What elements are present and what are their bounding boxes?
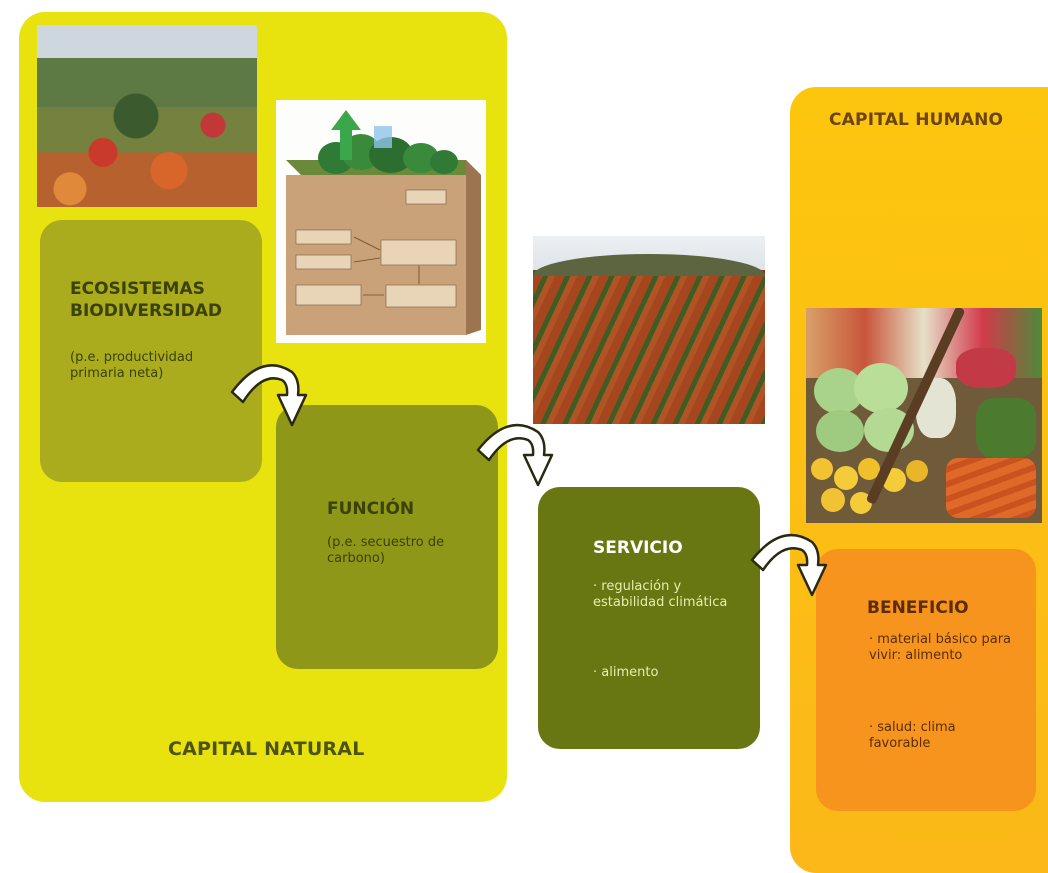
curved-arrow-icon (476, 423, 554, 487)
capital-natural-title: CAPITAL NATURAL (168, 738, 365, 760)
servicio-box (538, 487, 760, 749)
capital-humano-title: CAPITAL HUMANO (829, 110, 1004, 130)
curved-arrow-icon (230, 364, 308, 427)
ecosistemas-text: (p.e. productividad primaria neta) (70, 350, 194, 381)
beneficio-title: BENEFICIO (867, 598, 969, 618)
ecosistemas-title-line2: BIODIVERSIDAD (70, 301, 222, 321)
funcion-text: (p.e. secuestro de carbono) (327, 535, 445, 566)
ecosistemas-title-line1: ECOSISTEMAS (70, 279, 205, 299)
vegetables-market-photo (806, 308, 1042, 523)
crop-field-photo (533, 236, 765, 424)
funcion-title: FUNCIÓN (327, 499, 415, 519)
beneficio-bullet-material: · material básico para vivir: alimento (869, 632, 1012, 663)
ecosistemas-title: ECOSISTEMAS BIODIVERSIDAD (70, 278, 250, 322)
beneficio-bullet-salud: · salud: clima favorable (869, 720, 956, 751)
curved-arrow-icon (750, 533, 828, 597)
forest-photo (37, 25, 257, 207)
carbon-cycle-diagram-image (276, 100, 486, 343)
ecosistemas-box (40, 220, 262, 482)
servicio-bullet-alimento: · alimento (593, 665, 659, 680)
servicio-title: SERVICIO (593, 538, 683, 558)
servicio-bullet-regulacion: · regulación y estabilidad climática (593, 579, 728, 610)
crop-rows (533, 276, 765, 424)
funcion-box (276, 405, 498, 669)
beneficio-box (816, 549, 1036, 811)
